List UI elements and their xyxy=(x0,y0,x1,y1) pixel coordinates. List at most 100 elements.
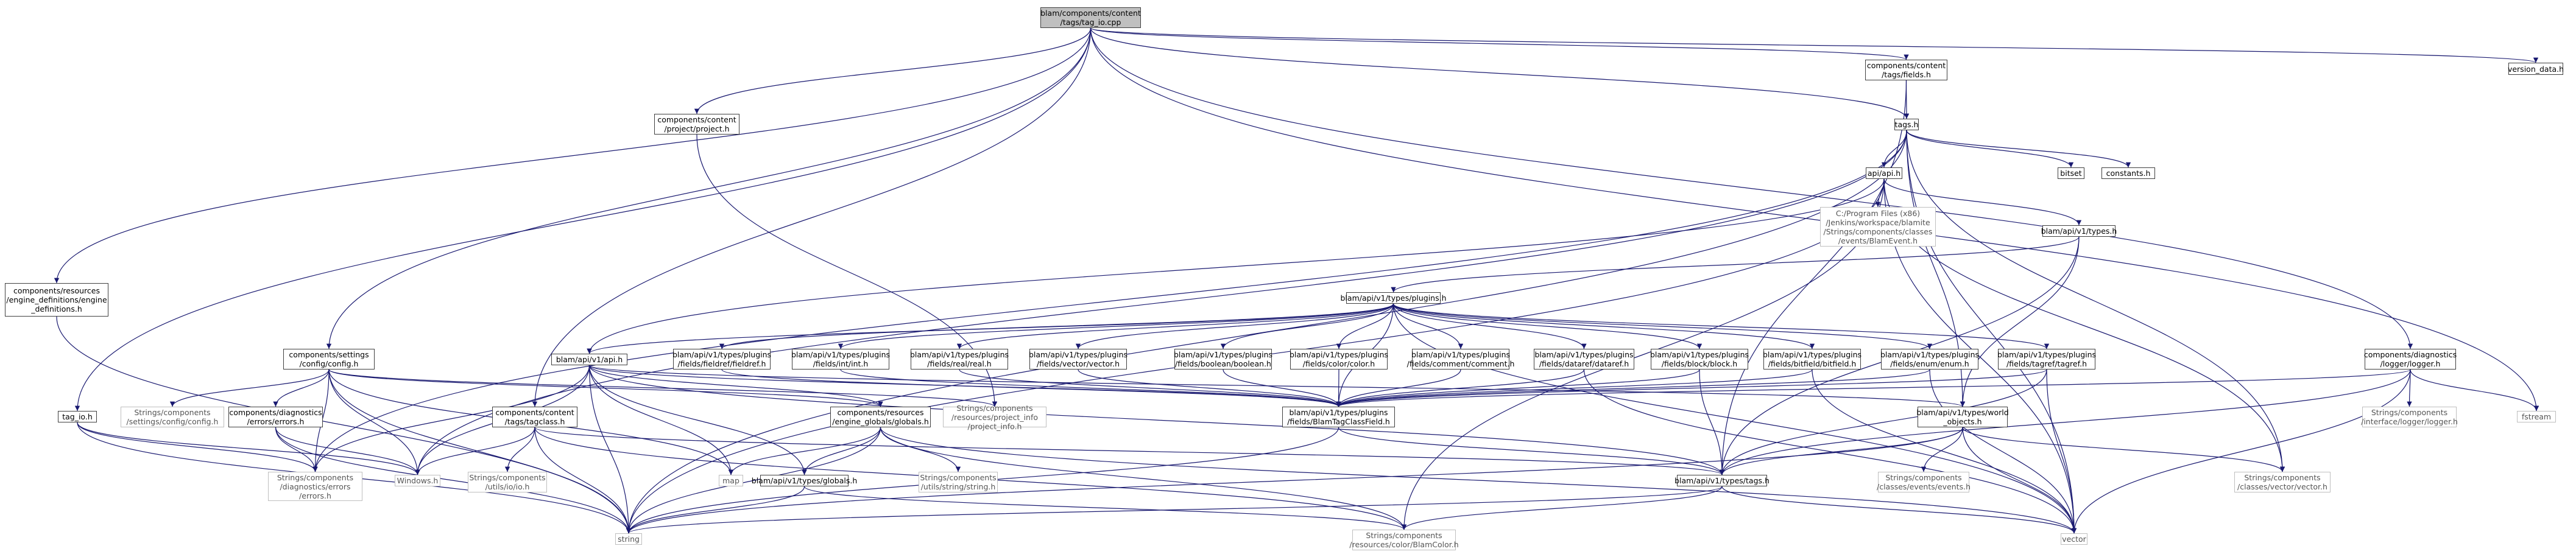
edge-plugins_h-to-datarefdata xyxy=(1392,303,1587,349)
edge-logger_h-to-blam_tag_class_field xyxy=(1336,369,2411,407)
edge-engine_globals-to-string xyxy=(626,427,881,534)
node-config-strings-h[interactable]: Strings/components /settings/config/conf… xyxy=(121,407,224,427)
edge-vector_h-to-blam_tag_class_field xyxy=(1078,369,1341,407)
edge-api_h-to-vector_str xyxy=(1883,178,2285,472)
node-globals-h[interactable]: blam/api/v1/types/globals.h xyxy=(751,475,858,486)
edge-world_objects-to-events_str xyxy=(1921,427,1963,472)
edge-config_h-to-engine_globals xyxy=(328,369,883,407)
edge-comment_h-to-blam_tag_class_field xyxy=(1336,369,1461,407)
node-types-h[interactable]: blam/api/v1/types.h xyxy=(2041,225,2117,237)
node-errors-h[interactable]: components/diagnostics /errors/errors.h xyxy=(228,407,323,427)
edge-world_objects-to-tags_types_h xyxy=(1719,427,1963,475)
edge-types_h-to-plugins_h xyxy=(1391,236,2080,293)
node-dataref-h[interactable]: blam/api/v1/types/plugins /fields/datare… xyxy=(1534,349,1634,370)
edge-root-to-tagclass_h xyxy=(532,27,1092,407)
edge-plugins_h-to-vector xyxy=(1392,303,2077,534)
edge-tags_h-to-string xyxy=(626,130,1907,534)
edge-tagref_h-to-vector xyxy=(2046,369,2077,534)
node-bitset[interactable]: bitset xyxy=(2058,167,2084,179)
edge-enum_h-to-vector xyxy=(1929,369,2077,534)
node-tag-io-cpp[interactable]: blam/components/content /tags/tag_io.cpp xyxy=(1040,7,1141,28)
node-boolean-h[interactable]: blam/api/v1/types/plugins /fields/boolea… xyxy=(1173,349,1273,370)
edge-enum_h-to-blam_tag_class_field xyxy=(1336,369,1930,407)
edge-root-to-fstream xyxy=(1090,27,2539,412)
edge-config_h-to-project_info xyxy=(328,369,997,407)
node-vector-field-h[interactable]: blam/api/v1/types/plugins /fields/vector… xyxy=(1028,349,1128,370)
node-windows-h[interactable]: Windows.h xyxy=(395,475,440,486)
edge-engine_globals-to-map xyxy=(728,427,881,475)
node-engine-definitions-h[interactable]: components/resources /engine_definitions… xyxy=(5,283,108,317)
edge-tags_types_h-to-string xyxy=(626,486,1723,534)
edge-root-to-engine_defs xyxy=(54,27,1092,284)
edge-datarefdata-to-vector xyxy=(1583,369,2077,534)
edge-tags_h-to-errors_str xyxy=(312,130,1907,472)
node-events-strings-h[interactable]: Strings/components /classes/events/event… xyxy=(1877,472,1971,492)
edge-engine_globals-to-globals_h xyxy=(802,427,881,475)
edge-int_h-to-blam_tag_class_field xyxy=(840,369,1341,407)
edge-bitfield_h-to-blam_tag_class_field xyxy=(1336,369,1813,407)
node-tag-io-h[interactable]: tag_io.h xyxy=(58,411,97,422)
edge-root-to-tags_h xyxy=(1090,27,1910,119)
node-bitfield-h[interactable]: blam/api/v1/types/plugins /fields/bitfie… xyxy=(1762,349,1862,370)
node-blam-event-h[interactable]: C:/Program Files (x86) /Jenkins/workspac… xyxy=(1820,207,1936,247)
node-blam-tag-class-field-h[interactable]: blam/api/v1/types/plugins /fields/BlamTa… xyxy=(1282,407,1395,427)
node-string-strings-h[interactable]: Strings/components /utils/string/string.… xyxy=(919,472,998,492)
node-vector-strings-h[interactable]: Strings/components /classes/vector/vecto… xyxy=(2234,472,2331,492)
node-config-h[interactable]: components/settings /config/config.h xyxy=(283,349,375,370)
node-plugins-h[interactable]: blam/api/v1/types/plugins.h xyxy=(1340,292,1447,304)
node-fields-h[interactable]: components/content /tags/fields.h xyxy=(1865,60,1947,80)
node-blam-color-h[interactable]: Strings/components /resources/color/Blam… xyxy=(1349,530,1459,550)
node-logger-strings-h[interactable]: Strings/components /interface/logger/log… xyxy=(2361,407,2458,427)
node-tagclass-h[interactable]: components/content /tags/tagclass.h xyxy=(492,407,577,427)
node-int-h[interactable]: blam/api/v1/types/plugins /fields/int/in… xyxy=(791,349,891,370)
node-types-tags-h[interactable]: blam/api/v1/types/tags.h xyxy=(1674,475,1770,486)
edge-engine_globals-to-vector xyxy=(880,427,2077,534)
edge-api_tags_h-to-errors_str xyxy=(312,365,590,472)
edge-logger_h-to-tags_types_h xyxy=(1719,369,2411,475)
node-tagref-h[interactable]: blam/api/v1/types/plugins /fields/tagref… xyxy=(1997,349,2097,370)
edge-tags_h-to-vector_str xyxy=(1906,130,2285,472)
edge-globals_h-to-string xyxy=(626,486,805,534)
node-io-strings-h[interactable]: Strings/components /utils/io/io.h xyxy=(468,472,547,492)
edge-config_h-to-errors_h xyxy=(273,369,330,407)
node-project-info-h[interactable]: Strings/components /resources/project_in… xyxy=(943,404,1046,431)
node-project-h[interactable]: components/content /project/project.h xyxy=(654,114,739,135)
edge-plugins_h-to-tagref_h xyxy=(1392,303,2049,349)
node-engine-globals-h[interactable]: components/resources /engine_globals/glo… xyxy=(830,407,931,427)
node-errors-strings-h[interactable]: Strings/components /diagnostics/errors /… xyxy=(268,472,362,501)
edge-api_tags_h-to-globals_h xyxy=(588,365,807,475)
node-fstream[interactable]: fstream xyxy=(2517,411,2556,422)
node-color-h[interactable]: blam/api/v1/types/plugins /fields/color/… xyxy=(1289,349,1389,370)
node-constants-h[interactable]: constants.h xyxy=(2101,167,2155,179)
edge-tag_io_h-to-errors_str xyxy=(77,422,318,472)
node-api-h[interactable]: api/api.h xyxy=(1866,167,1902,179)
node-map[interactable]: map xyxy=(719,475,743,486)
edge-root-to-version_data xyxy=(1090,27,2538,63)
node-vector[interactable]: vector xyxy=(2061,533,2087,545)
edge-tags_h-to-vector xyxy=(1906,130,2077,534)
node-enum-h[interactable]: blam/api/v1/types/plugins /fields/enum/e… xyxy=(1880,349,1980,370)
node-string[interactable]: string xyxy=(615,533,642,545)
edge-plugins_h-to-int_h xyxy=(838,303,1394,349)
edge-config_h-to-config_str xyxy=(169,369,330,407)
edge-tagclass_h-to-tags_types_h xyxy=(534,427,1724,475)
node-logger-h[interactable]: components/diagnostics /logger/logger.h xyxy=(2363,349,2457,370)
node-comment-h[interactable]: blam/api/v1/types/plugins /fields/commen… xyxy=(1406,349,1515,370)
node-api-v1-api-h[interactable]: blam/api/v1/api.h xyxy=(551,354,627,365)
node-tags-h[interactable]: tags.h xyxy=(1894,119,1919,130)
edge-block_h-to-tags_types_h xyxy=(1699,369,1725,475)
edge-errors_h-to-string xyxy=(275,427,632,534)
edge-tagclass_h-to-io_str xyxy=(504,427,535,472)
node-real-h[interactable]: blam/api/v1/types/plugins /fields/real/r… xyxy=(909,349,1009,370)
node-world-objects-h[interactable]: blam/api/v1/types/world _objects.h xyxy=(1916,407,2009,427)
edge-api_tags_h-to-world_objects xyxy=(588,365,1965,407)
edge-plugins_h-to-bitfield_h xyxy=(1392,303,1815,349)
edge-tags_h-to-constants_h xyxy=(1906,130,2131,168)
edge-tag_io_h-to-windows_h xyxy=(77,422,420,475)
edge-world_objects-to-vector_str xyxy=(1962,427,2285,472)
node-block-h[interactable]: blam/api/v1/types/plugins /fields/block/… xyxy=(1650,349,1749,370)
node-fieldref-h[interactable]: blam/api/v1/types/plugins /fields/fieldr… xyxy=(672,349,772,370)
node-version-data-h[interactable]: version_data.h xyxy=(2508,63,2564,75)
edge-root-to-project_h xyxy=(694,27,1092,114)
